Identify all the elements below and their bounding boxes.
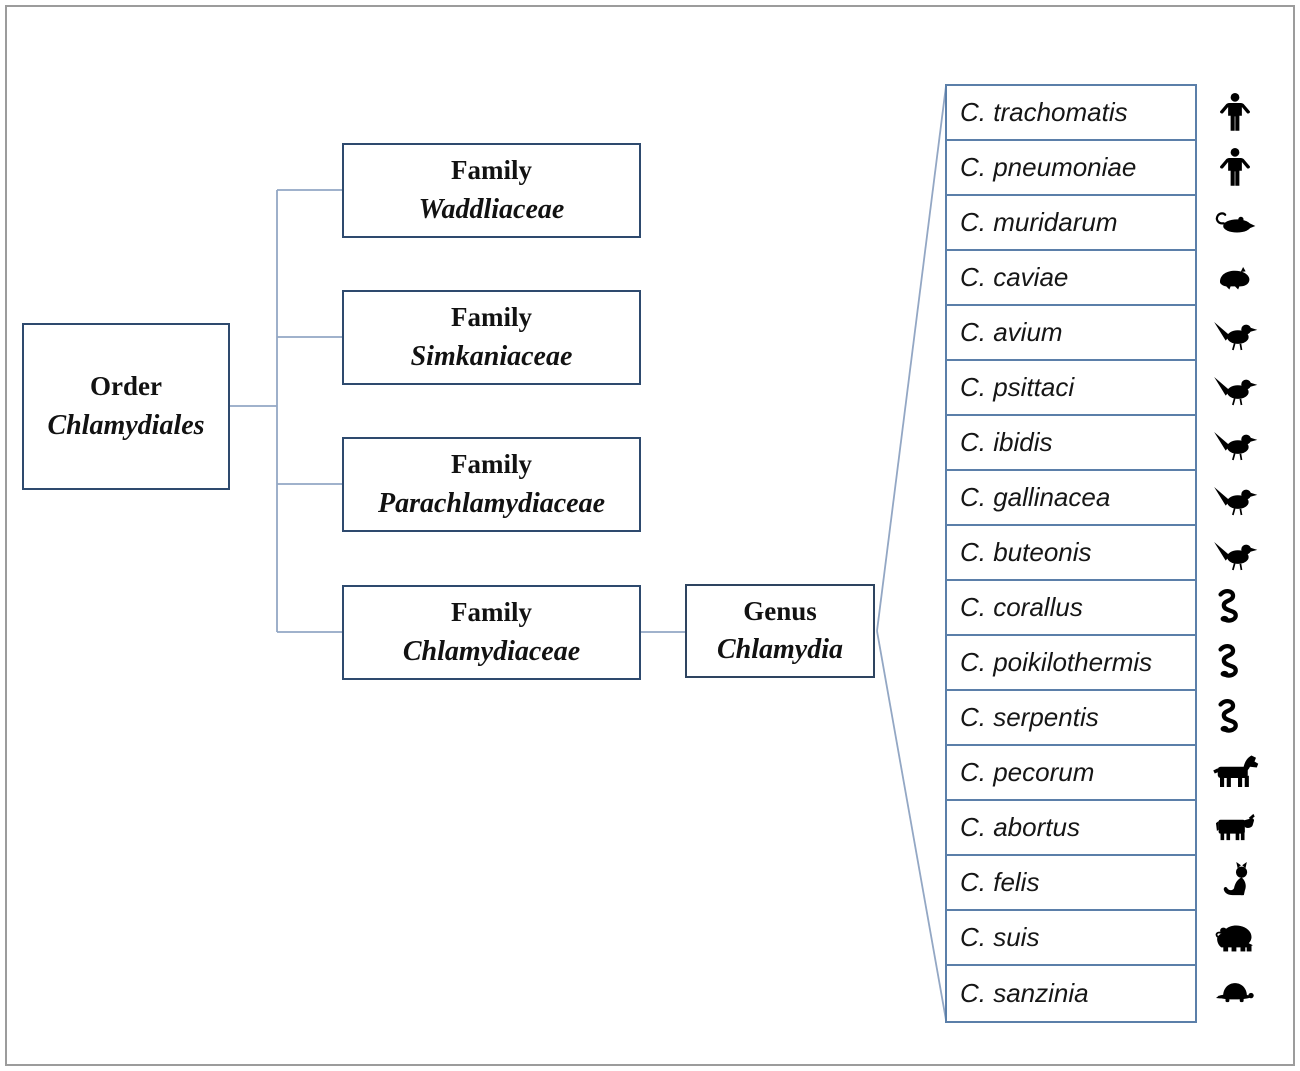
species-name: C. pneumoniae <box>960 152 1137 182</box>
connector-genus-species-top <box>876 85 947 632</box>
genus-name-label: Chlamydia <box>716 634 843 666</box>
human-icon <box>1200 84 1270 139</box>
species-name: C. gallinacea <box>960 482 1111 512</box>
species-list: C. trachomatis C. pneumoniae C. muridaru… <box>945 84 1197 1023</box>
species-row: C. corallus <box>947 581 1195 636</box>
species-row: C. pecorum <box>947 746 1195 801</box>
family-box-waddliaceae: Family Waddliaceae <box>342 143 641 238</box>
species-row: C. ibidis <box>947 416 1195 471</box>
host-icons <box>1200 84 1270 1019</box>
order-box: Order Chlamydiales <box>22 323 230 490</box>
cow-icon <box>1200 799 1270 854</box>
family-name-label: Simkaniaceae <box>410 340 573 372</box>
guinea-pig-icon <box>1200 249 1270 304</box>
species-row: C. gallinacea <box>947 471 1195 526</box>
species-name: C. trachomatis <box>960 97 1128 127</box>
species-row: C. trachomatis <box>947 86 1195 141</box>
family-rank-label: Family <box>451 597 532 627</box>
species-name: C. poikilothermis <box>960 647 1153 677</box>
species-name: C. buteonis <box>960 537 1092 567</box>
bird-icon <box>1200 524 1270 579</box>
family-rank-label: Family <box>451 302 532 332</box>
species-name: C. muridarum <box>960 207 1118 237</box>
family-name-label: Parachlamydiaceae <box>377 487 606 519</box>
horse-icon <box>1200 744 1270 799</box>
family-box-simkaniaceae: Family Simkaniaceae <box>342 290 641 385</box>
family-rank-label: Family <box>451 449 532 479</box>
species-name: C. psittaci <box>960 372 1075 402</box>
species-row: C. psittaci <box>947 361 1195 416</box>
species-name: C. sanzinia <box>960 978 1089 1008</box>
species-name: C. caviae <box>960 262 1069 292</box>
human-icon <box>1200 139 1270 194</box>
order-rank-label: Order <box>90 371 162 401</box>
species-row: C. serpentis <box>947 691 1195 746</box>
genus-box: Genus Chlamydia <box>685 584 875 678</box>
species-row: C. muridarum <box>947 196 1195 251</box>
bird-icon <box>1200 304 1270 359</box>
species-name: C. corallus <box>960 592 1083 622</box>
order-name-label: Chlamydiales <box>47 409 205 441</box>
species-name: C. serpentis <box>960 702 1099 732</box>
turtle-icon <box>1200 964 1270 1019</box>
species-row: C. suis <box>947 911 1195 966</box>
bird-icon <box>1200 414 1270 469</box>
species-row: C. avium <box>947 306 1195 361</box>
mouse-icon <box>1200 194 1270 249</box>
species-row: C. poikilothermis <box>947 636 1195 691</box>
pig-icon <box>1200 909 1270 964</box>
family-rank-label: Family <box>451 155 532 185</box>
species-name: C. abortus <box>960 812 1080 842</box>
family-box-parachlamydiaceae: Family Parachlamydiaceae <box>342 437 641 532</box>
species-row: C. caviae <box>947 251 1195 306</box>
species-name: C. avium <box>960 317 1063 347</box>
bird-icon <box>1200 469 1270 524</box>
species-name: C. ibidis <box>960 427 1053 457</box>
genus-rank-label: Genus <box>743 595 817 626</box>
snake-icon <box>1200 634 1270 689</box>
species-name: C. felis <box>960 867 1040 897</box>
family-name-label: Waddliaceae <box>418 193 565 225</box>
species-row: C. abortus <box>947 801 1195 856</box>
family-box-chlamydiaceae: Family Chlamydiaceae <box>342 585 641 680</box>
family-name-label: Chlamydiaceae <box>402 635 581 667</box>
bird-icon <box>1200 359 1270 414</box>
species-row: C. pneumoniae <box>947 141 1195 196</box>
species-row: C. sanzinia <box>947 966 1195 1021</box>
cat-icon <box>1200 854 1270 909</box>
species-name: C. pecorum <box>960 757 1095 787</box>
species-row: C. felis <box>947 856 1195 911</box>
snake-icon <box>1200 579 1270 634</box>
species-name: C. suis <box>960 922 1040 952</box>
species-row: C. buteonis <box>947 526 1195 581</box>
connector-genus-species-bottom <box>876 630 947 1021</box>
snake-icon <box>1200 689 1270 744</box>
